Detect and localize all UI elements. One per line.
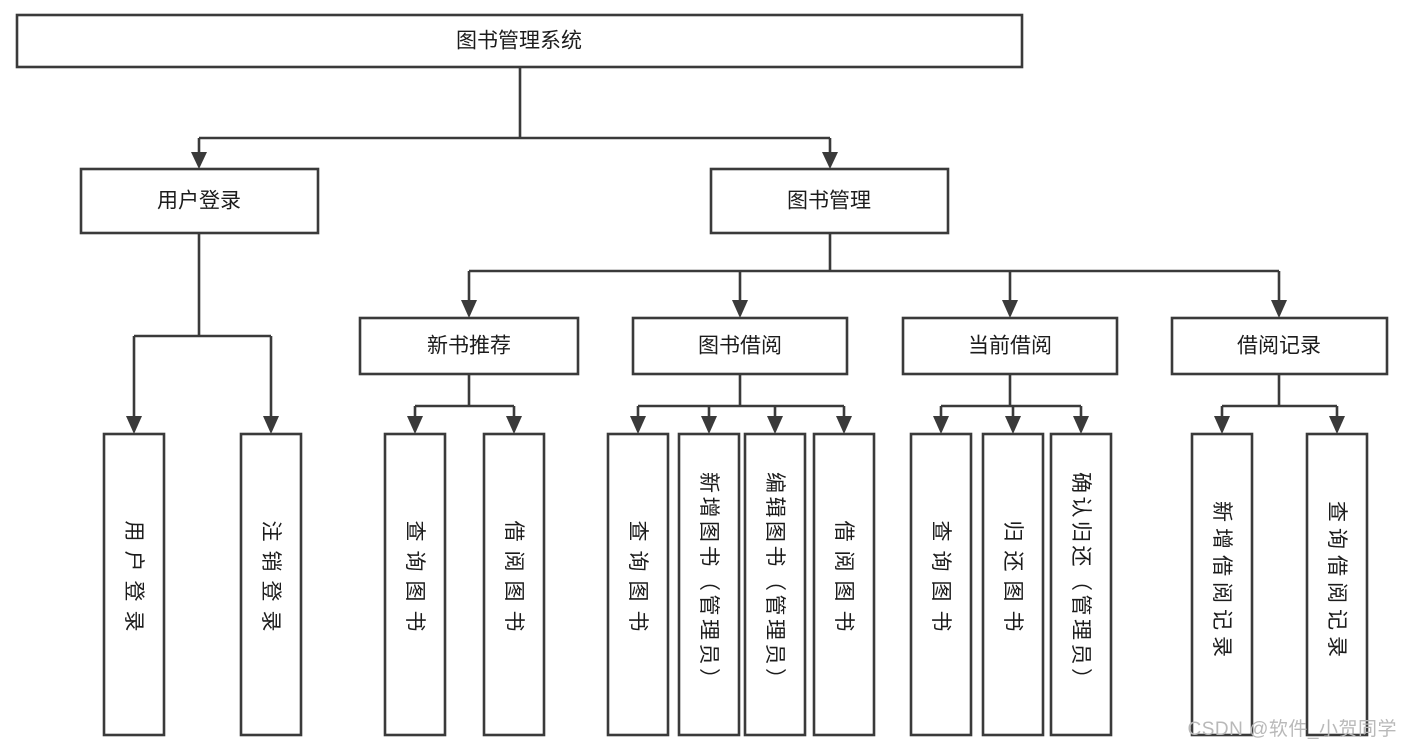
leaf-borrow-book-2-box[interactable] bbox=[812, 432, 876, 737]
leaf-query-record-box[interactable] bbox=[1305, 432, 1369, 737]
arrow-to-leaf-query-book-3 bbox=[933, 416, 949, 434]
node-book-borrow[interactable]: 图书借阅 bbox=[631, 316, 849, 376]
leaf-logout-box[interactable] bbox=[239, 432, 303, 737]
connector-layer bbox=[126, 67, 1345, 434]
leaf-query-book-1-label: 查询图书 bbox=[403, 521, 426, 641]
leaf-add-book-box[interactable] bbox=[677, 432, 741, 737]
book-management-label: 图书管理 bbox=[787, 190, 871, 213]
node-new-book-recommend[interactable]: 新书推荐 bbox=[358, 316, 580, 376]
borrow-record-label: 借阅记录 bbox=[1237, 335, 1321, 358]
leaf-query-book-2-box[interactable] bbox=[606, 432, 670, 737]
edge-newbook-trunk bbox=[413, 374, 516, 416]
leaf-query-record[interactable]: 查询借阅记录 bbox=[1305, 432, 1369, 737]
edge-bookmgmt-trunk bbox=[467, 233, 1281, 300]
new-book-recommend-box[interactable] bbox=[358, 316, 580, 376]
node-user-login[interactable]: 用户登录 bbox=[79, 167, 320, 235]
arrow-to-leaf-edit-book bbox=[767, 416, 783, 434]
leaf-add-book-label: 新增图书（管理员） bbox=[697, 472, 720, 693]
leaf-return-book[interactable]: 归还图书 bbox=[981, 432, 1045, 737]
leaf-query-book-2[interactable]: 查询图书 bbox=[606, 432, 670, 737]
book-management-box[interactable] bbox=[709, 167, 950, 235]
node-book-management[interactable]: 图书管理 bbox=[709, 167, 950, 235]
user-login-label: 用户登录 bbox=[157, 190, 241, 213]
leaf-query-book-3-box[interactable] bbox=[909, 432, 973, 737]
node-borrow-record[interactable]: 借阅记录 bbox=[1170, 316, 1389, 376]
arrow-to-book-management bbox=[822, 152, 838, 169]
leaf-confirm-return-box[interactable] bbox=[1049, 432, 1113, 737]
leaf-confirm-return-label: 确认归还（管理员） bbox=[1069, 472, 1092, 693]
arrow-to-leaf-user-login bbox=[126, 416, 142, 434]
new-book-recommend-label: 新书推荐 bbox=[427, 335, 511, 358]
leaf-borrow-book-1-box[interactable] bbox=[482, 432, 546, 737]
leaf-borrow-book-2-label: 借阅图书 bbox=[832, 521, 855, 641]
arrow-to-leaf-logout bbox=[263, 416, 279, 434]
leaf-edit-book-label: 编辑图书（管理员） bbox=[763, 472, 786, 693]
leaf-logout-label: 注销登录 bbox=[259, 521, 282, 641]
arrow-to-current-borrow bbox=[1002, 300, 1018, 318]
leaf-confirm-return[interactable]: 确认归还（管理员） bbox=[1049, 432, 1113, 737]
arrow-to-leaf-query-record bbox=[1329, 416, 1345, 434]
arrow-to-leaf-confirm-return bbox=[1073, 416, 1089, 434]
leaf-query-book-3-label: 查询图书 bbox=[929, 521, 952, 641]
leaf-add-book[interactable]: 新增图书（管理员） bbox=[677, 432, 741, 737]
leaf-query-record-label: 查询借阅记录 bbox=[1325, 501, 1348, 663]
arrow-to-borrow-record bbox=[1271, 300, 1287, 318]
edge-userlogin-trunk bbox=[132, 233, 273, 416]
book-borrow-box[interactable] bbox=[631, 316, 849, 376]
user-login-box[interactable] bbox=[79, 167, 320, 235]
current-borrow-box[interactable] bbox=[901, 316, 1119, 376]
node-current-borrow[interactable]: 当前借阅 bbox=[901, 316, 1119, 376]
node-root[interactable]: 图书管理系统 bbox=[15, 13, 1024, 69]
edge-currentborrow-trunk bbox=[939, 374, 1083, 416]
leaf-return-book-label: 归还图书 bbox=[1001, 521, 1024, 641]
borrow-record-box[interactable] bbox=[1170, 316, 1389, 376]
arrow-to-leaf-borrow-book-2 bbox=[836, 416, 852, 434]
leaf-edit-book-box[interactable] bbox=[743, 432, 807, 737]
leaf-return-book-box[interactable] bbox=[981, 432, 1045, 737]
arrow-to-book-borrow bbox=[732, 300, 748, 318]
root-label: 图书管理系统 bbox=[456, 30, 582, 53]
root-box[interactable] bbox=[15, 13, 1024, 69]
arrow-to-leaf-borrow-book-1 bbox=[506, 416, 522, 434]
arrow-to-leaf-add-record bbox=[1214, 416, 1230, 434]
edge-borrowrecord-trunk bbox=[1220, 374, 1339, 416]
leaf-borrow-book-1-label: 借阅图书 bbox=[502, 521, 525, 641]
leaf-query-book-2-label: 查询图书 bbox=[626, 521, 649, 641]
leaf-query-book-3[interactable]: 查询图书 bbox=[909, 432, 973, 737]
leaf-add-record[interactable]: 新增借阅记录 bbox=[1190, 432, 1254, 737]
arrow-to-leaf-add-book bbox=[701, 416, 717, 434]
leaf-user-login-label: 用户登录 bbox=[122, 521, 145, 641]
leaf-add-record-label: 新增借阅记录 bbox=[1210, 501, 1233, 663]
leaf-user-login-box[interactable] bbox=[102, 432, 166, 737]
arrow-to-user-login bbox=[191, 152, 207, 169]
leaf-edit-book[interactable]: 编辑图书（管理员） bbox=[743, 432, 807, 737]
leaf-borrow-book-2[interactable]: 借阅图书 bbox=[812, 432, 876, 737]
current-borrow-label: 当前借阅 bbox=[968, 335, 1052, 358]
book-borrow-label: 图书借阅 bbox=[698, 335, 782, 358]
arrow-to-leaf-return-book bbox=[1005, 416, 1021, 434]
arrow-to-leaf-query-book-1 bbox=[407, 416, 423, 434]
arrow-to-leaf-query-book-2 bbox=[630, 416, 646, 434]
arrow-to-new-book-recommend bbox=[461, 300, 477, 318]
leaf-query-book-1[interactable]: 查询图书 bbox=[383, 432, 447, 737]
leaf-borrow-book-1[interactable]: 借阅图书 bbox=[482, 432, 546, 737]
edge-root-trunk bbox=[197, 67, 832, 152]
leaf-add-record-box[interactable] bbox=[1190, 432, 1254, 737]
leaf-user-login[interactable]: 用户登录 bbox=[102, 432, 166, 737]
leaf-logout[interactable]: 注销登录 bbox=[239, 432, 303, 737]
edge-bookborrow-trunk bbox=[636, 374, 846, 416]
leaf-query-book-1-box[interactable] bbox=[383, 432, 447, 737]
